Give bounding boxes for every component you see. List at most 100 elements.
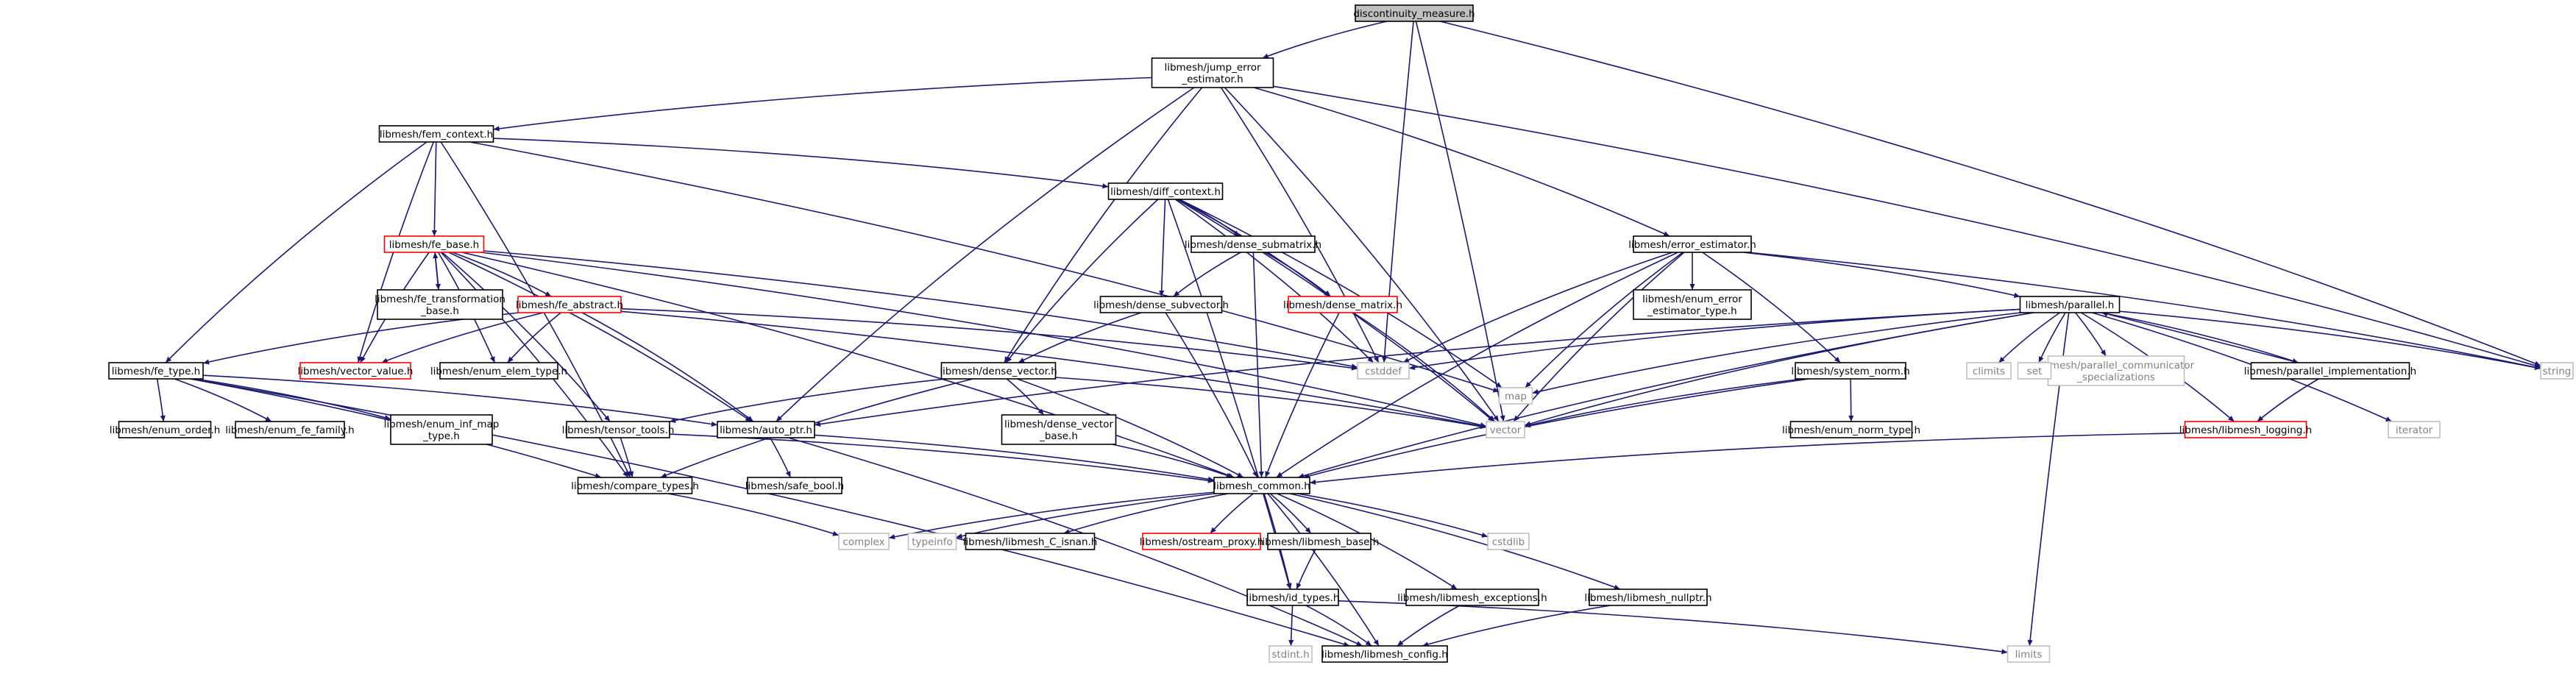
node-dsm[interactable]: libmesh/dense_submatrix.h [1185,235,1321,253]
node-idt[interactable]: libmesh/id_types.h [1246,589,1340,606]
edge-root-to-jee [1262,21,1387,59]
edge-fea-to-eet [507,312,561,363]
edge-lc-to-cx [888,491,1215,540]
node-pimp-label: libmesh/parallel_implementation.h [2244,366,2416,377]
node-root-label: discontinuity_measure.h [1353,8,1475,20]
node-pcs: libmesh/parallel_communicator_specializa… [2038,355,2195,386]
node-eff[interactable]: libmesh/enum_fe_family.h [225,421,355,438]
edge-log-to-lc [1309,432,2185,486]
node-ti-label: typeinfo [912,536,952,548]
node-iter-label: iterator [2396,424,2433,436]
edge-jee-to-vec [1224,87,1500,422]
edge-fea-to-cst [620,307,1358,371]
edge-fem-to-fty [165,141,427,363]
node-sb[interactable]: libmesh/safe_bool.h [745,477,844,494]
edge-diff-to-dv [1005,199,1159,363]
node-lb[interactable]: libmesh/libmesh_base.h [1260,533,1380,550]
edge-sn-to-lc [1303,378,1809,479]
node-eet[interactable]: libmesh/enum_elem_type.h [430,362,567,380]
node-dm[interactable]: libmesh/dense_matrix.h [1283,296,1402,313]
edge-dv-to-vec [1055,377,1487,430]
edge-dv-to-ct [660,378,973,478]
node-par[interactable]: libmesh/parallel.h [2019,296,2121,313]
node-ct[interactable]: libmesh/compare_types.h [571,477,699,494]
node-str-label: string [2543,366,2572,377]
node-sti-label: stdint.h [1271,649,1309,661]
edge-ee-to-cst [1402,252,1673,363]
node-str: string [2540,362,2574,380]
node-vec-label: vector [1490,424,1522,436]
node-dvb-label: _base.h [1039,430,1078,442]
node-set: set [2017,362,2052,380]
node-lex-label: libmesh/libmesh_exceptions.h [1397,592,1547,604]
edge-lb-to-idt [1296,549,1316,590]
edge-lc-to-lb [1269,493,1312,534]
node-lnp[interactable]: libmesh/libmesh_nullptr.h [1584,589,1712,606]
node-ap[interactable]: libmesh/auto_ptr.h [717,421,815,438]
edge-dv-to-dvb [1006,378,1045,416]
node-ent[interactable]: libmesh/enum_norm_type.h [1782,421,1920,438]
edge-fem-to-map [469,141,1500,393]
edge-lnp-to-cfg [1422,605,1611,647]
edge-dsv-to-lc [1165,312,1258,478]
node-cfg[interactable]: libmesh/libmesh_config.h [1321,645,1448,663]
node-vv[interactable]: libmesh/vector_value.h [298,362,414,380]
edge-diff-to-dsv [1159,199,1166,297]
edge-feb-to-ap [448,252,752,422]
edge-fea-to-ap [581,312,754,422]
node-tt-label: libmesh/tensor_tools.h [562,424,675,436]
node-pimp[interactable]: libmesh/parallel_implementation.h [2244,362,2416,380]
node-fet[interactable]: libmesh/fe_transformation_base.h [375,289,505,320]
edge-jee-to-ap [776,87,1195,422]
edge-tt-to-lc [669,433,1215,483]
node-cst-label: cstddef [1365,366,1402,377]
node-ee[interactable]: libmesh/error_estimator.h [1628,235,1756,253]
edge-feb-to-fea [452,252,552,297]
edge-jee-to-str [1273,85,2541,369]
node-isnan[interactable]: libmesh/libmesh_C_isnan.h [963,533,1098,550]
node-lb-label: libmesh/libmesh_base.h [1260,536,1380,548]
edge-par-to-pimp [2101,312,2299,363]
node-eo[interactable]: libmesh/enum_order.h [110,421,221,438]
edge-dv-to-tt [669,378,946,423]
node-jee[interactable]: libmesh/jump_error_estimator.h [1151,57,1274,88]
edge-ee-to-vec [1513,252,1685,422]
node-clim: climits [1966,362,2012,380]
node-ent-label: libmesh/enum_norm_type.h [1782,424,1920,436]
edge-lc-to-ti [956,493,1215,539]
node-diff[interactable]: libmesh/diff_context.h [1107,182,1224,200]
node-eim[interactable]: libmesh/enum_inf_map_type.h [384,414,500,445]
node-eeet[interactable]: libmesh/enum_error_estimator_type.h [1633,289,1752,320]
edge-par-to-pcs [2075,312,2107,357]
edge-root-to-vec [1415,21,1505,422]
node-log-label: libmesh/libmesh_logging.h [2179,424,2312,436]
node-vec: vector [1486,421,1525,438]
node-dvb[interactable]: libmesh/dense_vector_base.h [1001,414,1117,445]
node-lnp-label: libmesh/libmesh_nullptr.h [1584,592,1711,604]
node-dsv[interactable]: libmesh/dense_subvector.h [1093,296,1229,313]
node-fem[interactable]: libmesh/fem_context.h [378,125,494,143]
node-eeet-label: _estimator_type.h [1647,305,1736,317]
edge-fem-to-diff [493,138,1109,189]
node-tt[interactable]: libmesh/tensor_tools.h [562,421,675,438]
node-root[interactable]: discontinuity_measure.h [1353,4,1475,22]
node-fty[interactable]: libmesh/fe_type.h [108,362,204,380]
node-eo-label: libmesh/enum_order.h [110,424,221,436]
node-osp[interactable]: libmesh/ostream_proxy.h [1140,533,1264,550]
edge-root-to-str [1439,21,2541,366]
edge-lc-to-lex [1277,493,1458,590]
node-feb-label: libmesh/fe_base.h [389,239,480,251]
node-dv[interactable]: libmesh/dense_vector.h [940,362,1057,380]
node-log[interactable]: libmesh/libmesh_logging.h [2179,421,2312,438]
edge-sn-to-vec [1524,378,1803,428]
node-lc[interactable]: libmesh_common.h [1213,477,1310,494]
node-lex[interactable]: libmesh/libmesh_exceptions.h [1397,589,1547,606]
edge-par-to-clim [1998,312,2061,363]
node-feb[interactable]: libmesh/fe_base.h [383,235,485,253]
node-fea[interactable]: libmesh/fe_abstract.h [516,296,623,313]
edge-fty-to-eo [156,378,166,422]
edge-par-to-lc [1297,312,2034,479]
node-sn[interactable]: libmesh/system_norm.h [1791,362,1910,380]
node-eim-label: libmesh/enum_inf_map [384,419,500,430]
